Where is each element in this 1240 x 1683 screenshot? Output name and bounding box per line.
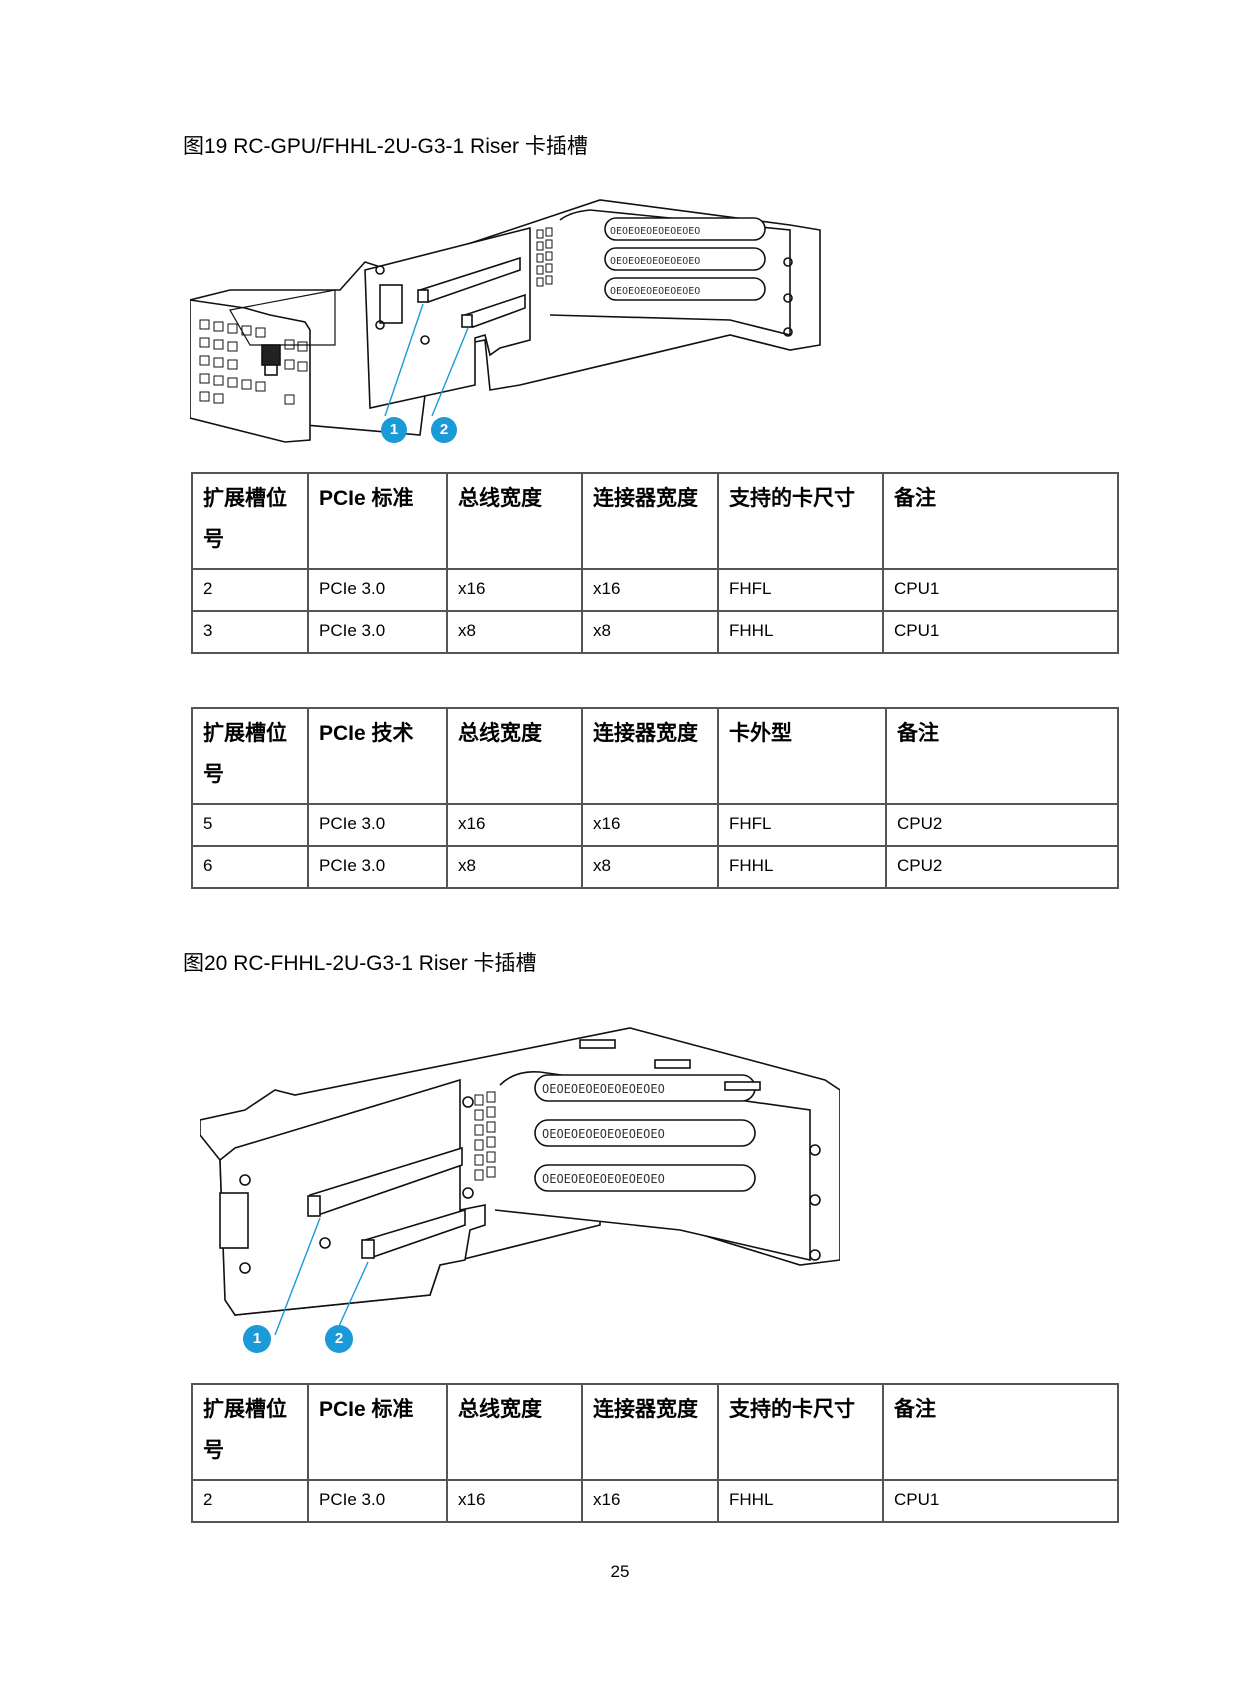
riser-card-fhhl-diagram: OEOEOEOEOEOEOEOEO OEOEOEOEOEOEOEOEO OEOE… (200, 1027, 840, 1336)
header-pcie: PCIe 标准 (307, 1383, 448, 1481)
callout-2-fig19: 2 (431, 417, 457, 443)
cell-slot: 2 (191, 568, 309, 612)
svg-text:OEOEOEOEOEOEOEOEO: OEOEOEOEOEOEOEOEO (542, 1172, 665, 1186)
cell-notes: CPU1 (882, 1479, 1119, 1523)
cell-slot: 3 (191, 610, 309, 654)
cell-notes: CPU1 (882, 610, 1119, 654)
cell-connector-width: x16 (581, 803, 719, 847)
header-bus-width: 总线宽度 (446, 472, 583, 570)
cell-card-size: FHFL (717, 568, 884, 612)
cell-card-size: FHHL (717, 1479, 884, 1523)
header-card-size: 支持的卡尺寸 (717, 472, 884, 570)
cell-pcie: PCIe 3.0 (307, 1479, 448, 1523)
cell-pcie: PCIe 3.0 (307, 845, 448, 889)
cell-notes: CPU2 (885, 803, 1119, 847)
svg-text:OEOEOEOEOEOEOEOEO: OEOEOEOEOEOEOEOEO (542, 1127, 665, 1141)
cell-pcie: PCIe 3.0 (307, 610, 448, 654)
slot-table-fig19-cpu1: 扩展槽位号 PCIe 标准 总线宽度 连接器宽度 支持的卡尺寸 备注 2 PCI… (191, 472, 1119, 654)
cell-bus-width: x8 (446, 610, 583, 654)
cell-bus-width: x8 (446, 845, 583, 889)
header-pcie: PCIe 技术 (307, 707, 448, 805)
svg-text:OEOEOEOEOEOEOEOEO: OEOEOEOEOEOEOEOEO (542, 1082, 665, 1096)
table-header-row: 扩展槽位号 PCIe 技术 总线宽度 连接器宽度 卡外型 备注 (191, 707, 1119, 805)
header-connector-width: 连接器宽度 (581, 707, 719, 805)
figure-19-caption: 图19 RC-GPU/FHHL-2U-G3-1 Riser 卡插槽 (183, 135, 588, 158)
callout-2-fig20: 2 (325, 1325, 353, 1353)
cell-card-form: FHHL (717, 845, 887, 889)
cell-connector-width: x16 (581, 1479, 719, 1523)
header-notes: 备注 (882, 472, 1119, 570)
header-connector-width: 连接器宽度 (581, 1383, 719, 1481)
cell-card-form: FHFL (717, 803, 887, 847)
cell-notes: CPU1 (882, 568, 1119, 612)
header-notes: 备注 (885, 707, 1119, 805)
svg-text:OEOEOEOEOEOEOEO: OEOEOEOEOEOEOEO (610, 226, 700, 237)
header-pcie: PCIe 标准 (307, 472, 448, 570)
header-slot: 扩展槽位号 (191, 707, 309, 805)
cell-connector-width: x8 (581, 845, 719, 889)
cell-slot: 5 (191, 803, 309, 847)
cell-connector-width: x8 (581, 610, 719, 654)
page-number: 25 (610, 1562, 630, 1581)
table-row: 3 PCIe 3.0 x8 x8 FHHL CPU1 (191, 610, 1119, 654)
table-row: 6 PCIe 3.0 x8 x8 FHHL CPU2 (191, 845, 1119, 889)
cell-notes: CPU2 (885, 845, 1119, 889)
callout-label: 2 (334, 1330, 344, 1347)
header-card-size: 支持的卡尺寸 (717, 1383, 884, 1481)
svg-text:OEOEOEOEOEOEOEO: OEOEOEOEOEOEOEO (610, 256, 700, 267)
slot-table-fig19-cpu2: 扩展槽位号 PCIe 技术 总线宽度 连接器宽度 卡外型 备注 5 PCIe 3… (191, 707, 1119, 889)
table-row: 5 PCIe 3.0 x16 x16 FHFL CPU2 (191, 803, 1119, 847)
riser-card-gpu-diagram: OEOEOEOEOEOEOEO OEOEOEOEOEOEOEO OEOEOEOE… (190, 199, 821, 443)
table-header-row: 扩展槽位号 PCIe 标准 总线宽度 连接器宽度 支持的卡尺寸 备注 (191, 472, 1119, 570)
cell-slot: 6 (191, 845, 309, 889)
table-row: 2 PCIe 3.0 x16 x16 FHHL CPU1 (191, 1479, 1119, 1523)
header-notes: 备注 (882, 1383, 1119, 1481)
callout-1-fig19: 1 (381, 417, 407, 443)
cell-bus-width: x16 (446, 803, 583, 847)
cell-pcie: PCIe 3.0 (307, 568, 448, 612)
header-slot: 扩展槽位号 (191, 1383, 309, 1481)
header-bus-width: 总线宽度 (446, 1383, 583, 1481)
callout-1-fig20: 1 (243, 1325, 271, 1353)
cell-slot: 2 (191, 1479, 309, 1523)
cell-bus-width: x16 (446, 1479, 583, 1523)
cell-card-size: FHHL (717, 610, 884, 654)
header-bus-width: 总线宽度 (446, 707, 583, 805)
cell-pcie: PCIe 3.0 (307, 803, 448, 847)
header-slot: 扩展槽位号 (191, 472, 309, 570)
cell-bus-width: x16 (446, 568, 583, 612)
header-connector-width: 连接器宽度 (581, 472, 719, 570)
cell-connector-width: x16 (581, 568, 719, 612)
header-card-form: 卡外型 (717, 707, 887, 805)
figure-20-caption: 图20 RC-FHHL-2U-G3-1 Riser 卡插槽 (183, 952, 537, 975)
callout-label: 1 (389, 421, 399, 438)
svg-text:OEOEOEOEOEOEOEO: OEOEOEOEOEOEOEO (610, 286, 700, 297)
table-row: 2 PCIe 3.0 x16 x16 FHFL CPU1 (191, 568, 1119, 612)
callout-label: 2 (439, 421, 449, 438)
table-header-row: 扩展槽位号 PCIe 标准 总线宽度 连接器宽度 支持的卡尺寸 备注 (191, 1383, 1119, 1481)
slot-table-fig20: 扩展槽位号 PCIe 标准 总线宽度 连接器宽度 支持的卡尺寸 备注 2 PCI… (191, 1383, 1119, 1523)
callout-label: 1 (252, 1330, 262, 1347)
